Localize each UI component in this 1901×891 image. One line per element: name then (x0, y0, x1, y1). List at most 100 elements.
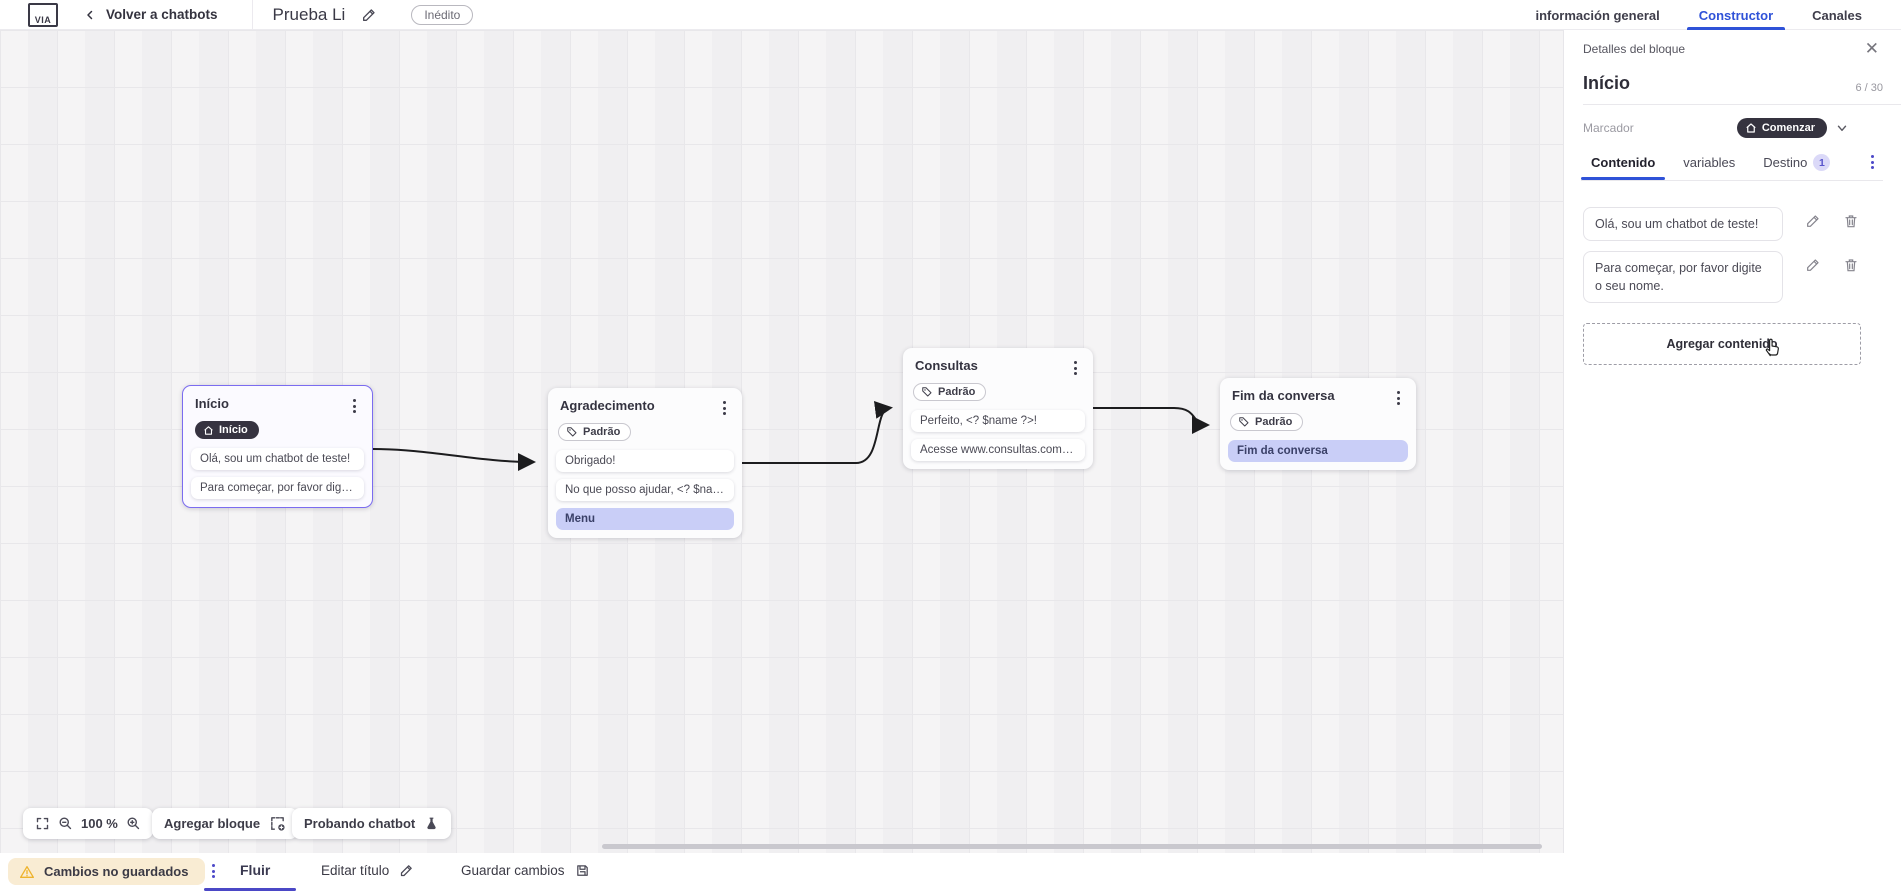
node-title: Início (195, 396, 229, 411)
node-message[interactable]: Obrigado! (556, 450, 734, 472)
chevron-down-icon[interactable] (1835, 121, 1849, 135)
node-default-badge: Padrão (913, 383, 987, 401)
node-menu-icon[interactable] (1069, 358, 1082, 378)
node-message[interactable]: Olá, sou um chatbot de teste! (191, 447, 364, 470)
delete-content-icon[interactable] (1843, 257, 1859, 273)
node-badge-label: Padrão (938, 386, 976, 398)
chevron-left-icon (84, 9, 96, 21)
node-menu-icon[interactable] (1392, 388, 1405, 408)
content-text-field[interactable]: Olá, sou um chatbot de teste! (1583, 207, 1783, 242)
flow-node-consultas[interactable]: Consultas Padrão Perfeito, <? $name ?>! … (903, 348, 1093, 469)
home-icon (203, 425, 214, 436)
node-badge-label: Início (219, 424, 248, 436)
top-bar: VIA Volver a chatbots Prueba Li Inédito … (0, 0, 1901, 30)
node-default-badge: Padrão (558, 423, 632, 441)
unsaved-changes-label: Cambios no guardados (44, 864, 189, 879)
edit-content-icon[interactable] (1805, 213, 1821, 229)
home-icon (1745, 122, 1757, 134)
flow-node-fim-da-conversa[interactable]: Fim da conversa Padrão Fim da conversa (1220, 378, 1416, 470)
top-tabs: información general Constructor Canales (1535, 0, 1862, 30)
node-default-badge: Padrão (1230, 413, 1304, 431)
content-text-field[interactable]: Para começar, por favor digite o seu nom… (1583, 251, 1783, 304)
add-block-icon (269, 815, 286, 832)
edit-title-label: Editar título (321, 863, 390, 878)
delete-content-icon[interactable] (1843, 213, 1859, 229)
tabs-divider (1581, 180, 1883, 181)
unsaved-changes-chip: Cambios no guardados (8, 858, 206, 885)
add-block-button[interactable]: Agregar bloque (152, 808, 299, 839)
panel-divider (1583, 104, 1901, 105)
zoom-toolbar: 100 % (23, 808, 153, 839)
tab-constructor[interactable]: Constructor (1686, 0, 1786, 30)
chatbot-title: Prueba Li (272, 4, 346, 24)
flow-edges (372, 400, 1210, 471)
tab-contenido[interactable]: Contenido (1580, 155, 1666, 180)
node-action[interactable]: Fim da conversa (1228, 440, 1408, 462)
node-menu-icon[interactable] (718, 398, 731, 418)
zoom-in-icon[interactable] (126, 816, 141, 831)
block-name-counter: 6 / 30 (1855, 82, 1883, 94)
active-tab-underline (204, 887, 296, 891)
header-divider (251, 0, 253, 30)
back-to-chatbots-button[interactable]: Volver a chatbots (84, 7, 218, 22)
flask-icon (424, 816, 439, 831)
marker-value-label: Comenzar (1761, 122, 1815, 134)
node-start-badge: Início (195, 421, 259, 439)
bottom-bar: Cambios no guardados Fluir Editar título… (0, 853, 1564, 891)
node-menu-icon[interactable] (348, 396, 361, 416)
node-message[interactable]: Acesse www.consultas.com par... (911, 439, 1085, 461)
content-row: Para começar, por favor digite o seu nom… (1583, 251, 1901, 304)
edit-content-icon[interactable] (1805, 257, 1821, 273)
marker-value-button[interactable]: Comenzar (1736, 118, 1827, 138)
content-row: Olá, sou um chatbot de teste! (1583, 207, 1901, 242)
destino-count-badge: 1 (1813, 154, 1831, 171)
block-details-panel: Detalles del bloque ✕ Início 6 / 30 Marc… (1564, 30, 1901, 891)
block-name: Início (1583, 73, 1631, 93)
close-icon[interactable]: ✕ (1864, 39, 1879, 58)
node-message[interactable]: Para começar, por favor digite o ... (191, 476, 364, 499)
tab-informacion-general[interactable]: información general (1535, 7, 1660, 23)
tag-icon (566, 426, 578, 438)
node-title: Consultas (915, 358, 978, 373)
add-block-label: Agregar bloque (164, 816, 261, 831)
node-message[interactable]: Perfeito, <? $name ?>! (911, 410, 1085, 432)
panel-header-title: Detalles del bloque (1583, 41, 1686, 56)
zoom-out-icon[interactable] (58, 816, 73, 831)
test-chatbot-label: Probando chatbot (304, 816, 416, 831)
edit-title-icon[interactable] (361, 7, 377, 23)
zoom-level: 100 % (81, 816, 118, 831)
tab-destino-label: Destino (1763, 155, 1808, 170)
app-logo-text: VIA (34, 14, 52, 25)
tab-canales[interactable]: Canales (1812, 7, 1862, 23)
node-message[interactable]: No que posso ajudar, <? $name ... (556, 479, 734, 501)
edit-title-button[interactable]: Editar título (315, 862, 420, 879)
fit-screen-icon[interactable] (35, 816, 50, 831)
add-content-button[interactable]: Agregar contenido (1583, 323, 1861, 366)
marker-label: Marcador (1583, 121, 1634, 135)
status-badge: Inédito (411, 4, 474, 25)
test-chatbot-button[interactable]: Probando chatbot (292, 808, 452, 839)
save-changes-button[interactable]: Guardar cambios (455, 862, 596, 879)
node-badge-label: Padrão (1255, 416, 1293, 428)
panel-menu-icon[interactable] (1866, 152, 1879, 172)
tab-destino[interactable]: Destino 1 (1763, 154, 1831, 171)
panel-tabs: Contenido variables Destino 1 (1564, 146, 1901, 180)
save-changes-label: Guardar cambios (461, 863, 565, 878)
flow-tab-menu-icon[interactable] (207, 861, 220, 881)
save-icon (575, 863, 590, 878)
flow-node-agradecimento[interactable]: Agradecimento Padrão Obrigado! No que po… (548, 388, 742, 538)
warning-icon (19, 864, 35, 880)
flow-canvas[interactable]: Início Início Olá, sou um chatbot de tes… (0, 30, 1564, 853)
pencil-icon (399, 863, 414, 878)
flow-node-inicio[interactable]: Início Início Olá, sou um chatbot de tes… (182, 385, 373, 508)
horizontal-scrollbar[interactable] (602, 844, 1542, 849)
back-label: Volver a chatbots (106, 7, 218, 22)
node-title: Agradecimento (560, 398, 655, 413)
tag-icon (1238, 416, 1250, 428)
node-action[interactable]: Menu (556, 508, 734, 530)
tab-fluir[interactable]: Fluir (240, 862, 271, 878)
tab-variables[interactable]: variables (1683, 155, 1736, 170)
app-logo: VIA (28, 2, 58, 27)
node-title: Fim da conversa (1232, 388, 1335, 403)
tag-icon (921, 386, 933, 398)
